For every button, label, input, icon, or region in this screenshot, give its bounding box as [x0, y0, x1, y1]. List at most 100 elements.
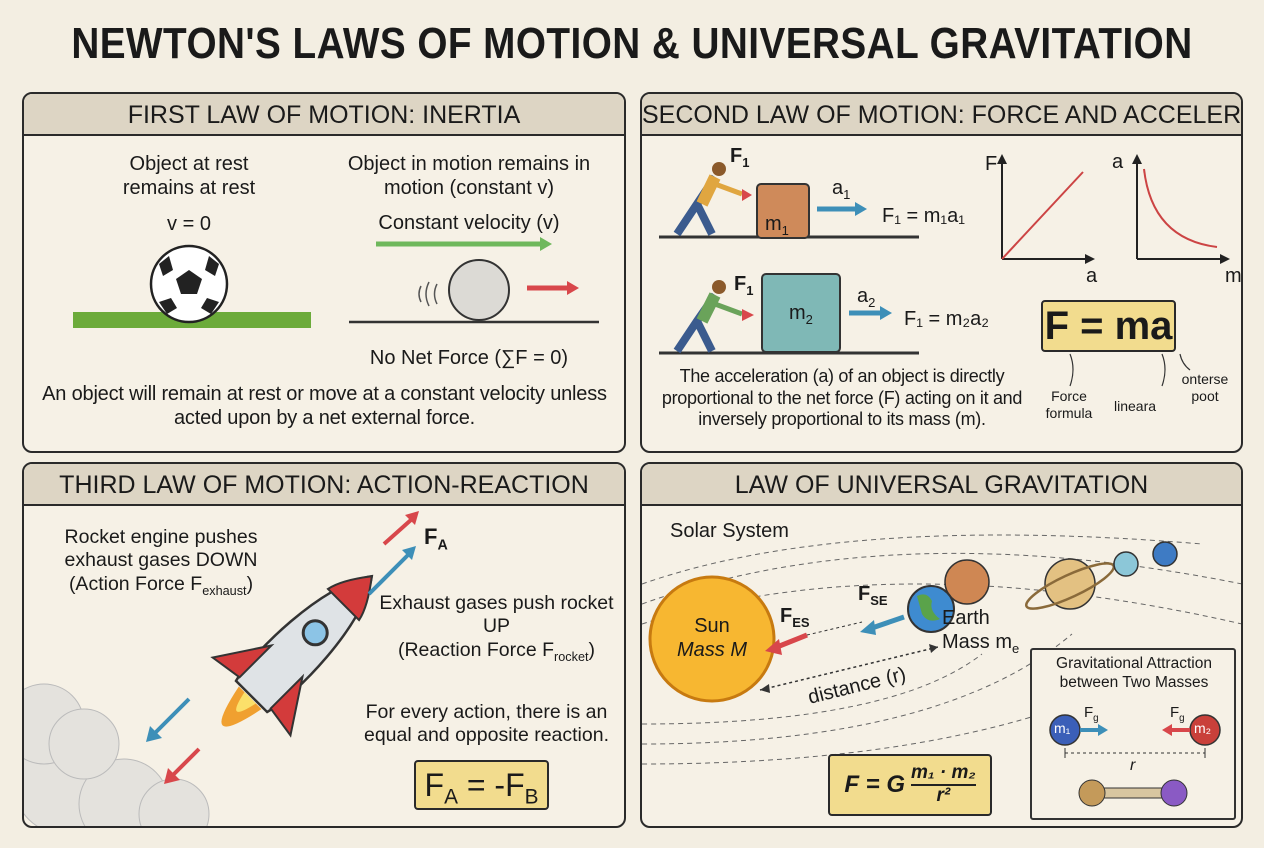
accel-2-label: a2	[857, 284, 875, 311]
first-law-header: FIRST LAW OF MOTION: INERTIA	[24, 94, 624, 136]
graph2-y-label: a	[1112, 151, 1124, 173]
reaction-force-close: )	[588, 638, 596, 661]
formula-mid: = -F	[457, 767, 525, 803]
m2-label: m₂	[1194, 720, 1212, 736]
reaction-force-text: (Reaction Force F	[397, 638, 555, 661]
formula-fraction: m₁ · m₂ r²	[911, 762, 976, 807]
solar-system-label: Solar System	[670, 520, 789, 542]
mass-1-label: m1	[765, 212, 789, 239]
constant-velocity-label: Constant velocity (v)	[378, 212, 560, 234]
second-law-statement: The acceleration (a) of an object is dir…	[661, 366, 1023, 430]
accel-symbol: a	[857, 285, 869, 307]
fg-subscript: g	[1179, 713, 1185, 724]
third-law-panel: THIRD LAW OF MOTION: ACTION-REACTION Roc…	[22, 462, 626, 828]
annotation-lines	[1069, 353, 1191, 387]
accel-subscript: 2	[868, 295, 876, 310]
force-label-2: F1	[734, 272, 753, 299]
mass-symbol: m	[789, 302, 806, 324]
annotation-force-formula: Force formula	[1045, 388, 1093, 421]
accel-1-label: a1	[832, 176, 850, 203]
fg-subscript: g	[1093, 713, 1099, 724]
sun-label: Sun Mass M	[662, 614, 762, 662]
reaction-force-subscript: rocket	[554, 649, 589, 664]
action-reaction-formula: FA = -FB	[414, 760, 549, 810]
third-law-statement: For every action, there is an equal and …	[363, 701, 610, 747]
rocket-illustration	[24, 511, 419, 826]
rest-velocity: v = 0	[167, 213, 211, 235]
mass-2-label: m2	[789, 301, 813, 328]
earth-mass-subscript: e	[1012, 641, 1020, 656]
force-subscript: 1	[746, 283, 754, 298]
first-law-panel: FIRST LAW OF MOTION: INERTIA Object at r…	[22, 92, 626, 453]
inset-title: Gravitational Attraction between Two Mas…	[1056, 655, 1212, 691]
action-force-text: (Action Force F	[68, 572, 203, 595]
rest-label: Object at rest remains at rest	[122, 153, 256, 199]
fa-subscript: A	[437, 537, 448, 554]
action-force-label: (Action Force Fexhaust)	[46, 573, 276, 599]
two-masses-inset: Gravitational Attraction between Two Mas…	[1030, 648, 1236, 820]
f-se-subscript: SE	[870, 593, 888, 608]
f-se-symbol: F	[858, 583, 871, 605]
velocity-arrow-icon	[376, 237, 552, 251]
formula-f: F	[424, 767, 445, 803]
earth-name: Earth	[942, 607, 990, 629]
f-equals-ma-formula: F = ma	[1041, 300, 1176, 352]
formula-denominator: r²	[936, 785, 951, 806]
second-law-panel: SECOND LAW OF MOTION: FORCE AND ACCELERA…	[640, 92, 1243, 453]
action-description: Rocket engine pushes exhaust gases DOWN …	[46, 526, 276, 599]
solar-system-illustration	[642, 534, 1241, 765]
f-se-label: FSE	[858, 582, 888, 609]
push-scene-2	[659, 273, 919, 355]
earth-mass-text: Mass m	[942, 631, 1012, 653]
sun-mass: Mass M	[677, 639, 747, 661]
gravitation-panel: LAW OF UNIVERSAL GRAVITATION Solar Syste…	[640, 462, 1243, 828]
graph2-x-label: m	[1225, 265, 1242, 287]
second-law-header: SECOND LAW OF MOTION: FORCE AND ACCELERA…	[642, 94, 1241, 136]
mass-subscript: 1	[781, 223, 789, 238]
equation-2: F₁ = m₂a₂	[904, 308, 990, 330]
annotation-onterse-poot: onterse poot	[1181, 371, 1229, 404]
fa-symbol: F	[424, 524, 438, 549]
formula-lhs: F = G	[844, 771, 906, 798]
third-law-header: THIRD LAW OF MOTION: ACTION-REACTION	[24, 464, 624, 506]
f-es-label: FES	[780, 604, 810, 631]
two-masses-diagram	[1049, 714, 1221, 807]
force-label-1: F1	[730, 144, 749, 171]
graph1-x-label: a	[1086, 265, 1098, 287]
motion-label: Object in motion remains in motion (cons…	[347, 153, 591, 199]
m1-label: m₁	[1054, 720, 1071, 736]
push-scene-1	[659, 162, 919, 239]
force-symbol: F	[730, 145, 743, 167]
formula-numerator: m₁ · m₂	[911, 762, 976, 786]
equation-1: F₁ = m₁a₁	[882, 205, 966, 227]
reaction-description: Exhaust gases push rocket UP (Reaction F…	[369, 592, 624, 665]
earth-mass: Mass me	[942, 630, 1019, 657]
mass-subscript: 2	[805, 312, 813, 327]
accel-symbol: a	[832, 177, 844, 199]
accel-subscript: 1	[843, 187, 851, 202]
gravitation-formula: F = G m₁ · m₂ r²	[828, 754, 992, 816]
moving-ball-icon	[349, 259, 599, 324]
earth-label: Earth Mass me	[942, 606, 1019, 657]
action-force-close: )	[246, 572, 254, 595]
mass-symbol: m	[765, 213, 782, 235]
annotation-lineara: lineara	[1114, 398, 1157, 414]
page-title: NEWTON'S LAWS OF MOTION & UNIVERSAL GRAV…	[71, 19, 1193, 68]
first-law-statement: An object will remain at rest or move at…	[42, 383, 607, 429]
action-text: Rocket engine pushes exhaust gases DOWN	[64, 526, 258, 572]
formula-sub-b: B	[524, 785, 539, 809]
force-subscript: 1	[742, 155, 750, 170]
force-accel-graph	[997, 154, 1095, 264]
fg-label-1: Fg	[1084, 704, 1099, 725]
reaction-force-label: (Reaction Force Frocket)	[369, 639, 624, 665]
f-es-symbol: F	[780, 605, 793, 627]
sun-name: Sun	[694, 615, 730, 637]
reaction-text: Exhaust gases push rocket UP	[379, 592, 614, 638]
action-force-subscript: exhaust	[202, 583, 247, 598]
f-es-subscript: ES	[792, 615, 810, 630]
fg-symbol: F	[1084, 704, 1094, 721]
soccer-ball-icon	[73, 244, 311, 328]
graph1-y-label: F	[985, 153, 998, 175]
formula-sub-a: A	[444, 785, 458, 809]
accel-mass-graph	[1132, 154, 1230, 264]
